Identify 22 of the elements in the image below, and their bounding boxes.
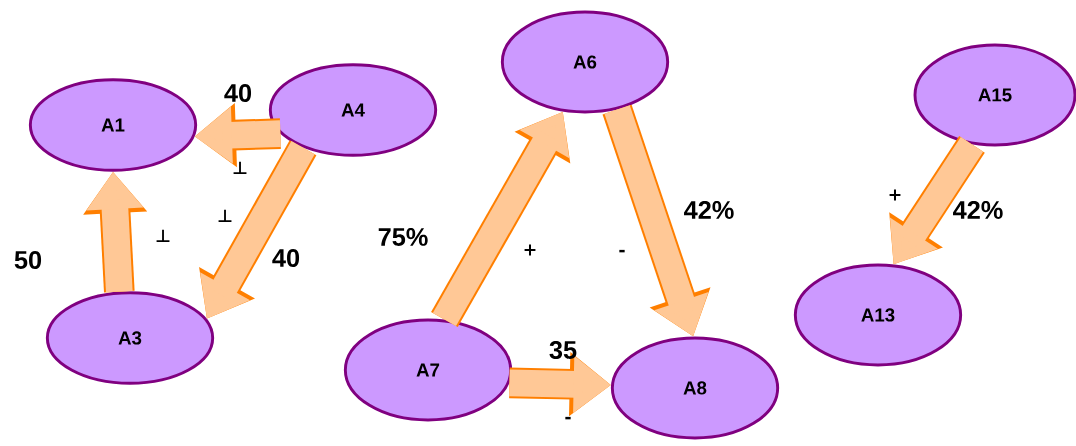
ellipse-node: A3 bbox=[45, 291, 215, 385]
sign-label: + bbox=[889, 189, 901, 201]
edge-label: 35 bbox=[549, 341, 577, 359]
ellipse-node: A6 bbox=[500, 10, 670, 114]
sign-label: + bbox=[524, 244, 536, 256]
edge-label: 75% bbox=[378, 228, 428, 246]
sign-label: - bbox=[619, 249, 625, 253]
sign-label: ⊥ bbox=[233, 161, 247, 175]
sign-label: ⊥ bbox=[156, 229, 170, 243]
edge-label: 40 bbox=[272, 249, 300, 267]
ellipse-node: A15 bbox=[913, 43, 1076, 147]
edge-label: 40 bbox=[224, 84, 252, 102]
ellipse-node: A1 bbox=[28, 78, 198, 172]
ellipse-node: A8 bbox=[610, 336, 780, 440]
ellipse-node: A7 bbox=[343, 318, 513, 422]
edge-label: 50 bbox=[14, 251, 42, 269]
sign-label: ⊥ bbox=[218, 209, 232, 223]
edge-label: 42% bbox=[684, 201, 734, 219]
edge-label: 42% bbox=[953, 201, 1003, 219]
ellipse-node: A4 bbox=[268, 63, 438, 157]
ellipse-node: A13 bbox=[793, 263, 963, 367]
sign-label: - bbox=[565, 416, 571, 420]
